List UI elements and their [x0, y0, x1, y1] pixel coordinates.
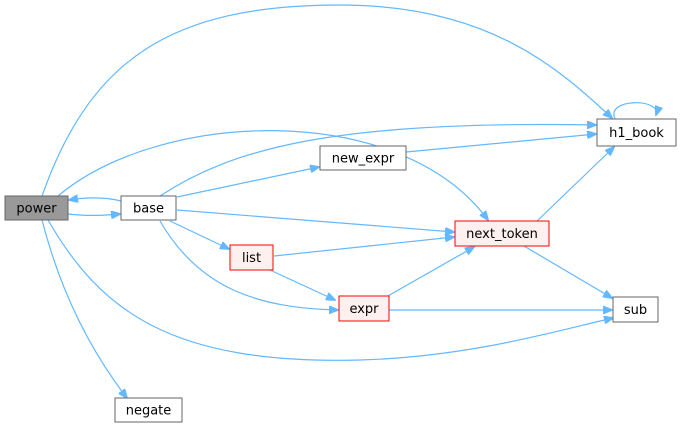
node-negate-label: negate [126, 404, 172, 419]
node-power-box [4, 195, 69, 221]
node-list[interactable]: list [229, 244, 274, 271]
node-new-expr[interactable]: new_expr [319, 145, 407, 171]
node-base-box [120, 195, 177, 221]
edge-base-to-new-expr [176, 167, 319, 198]
node-sub-box [612, 296, 659, 323]
node-base[interactable]: base [120, 195, 177, 221]
node-next-token[interactable]: next_token [454, 220, 550, 247]
node-expr-box [338, 295, 390, 322]
edges [41, 4, 657, 398]
edge-base-to-next-token [176, 209, 454, 232]
node-h1-book[interactable]: h1_book [596, 118, 677, 147]
node-new-expr-box [319, 145, 407, 171]
edge-new-expr-to-h1-book [405, 134, 596, 153]
edge-power-to-negate [41, 219, 127, 398]
edge-next-token-to-sub [523, 245, 612, 298]
edge-h1-book-self-loop [613, 102, 657, 120]
node-expr-label: expr [349, 302, 379, 317]
edge-base-to-power [69, 198, 122, 201]
node-next-token-label: next_token [466, 227, 538, 242]
node-new-expr-label: new_expr [332, 152, 395, 167]
edge-list-to-next-token [273, 237, 454, 257]
node-power[interactable]: power [4, 195, 69, 221]
edge-base-to-expr [159, 220, 338, 310]
node-sub-label: sub [624, 303, 647, 318]
node-next-token-box [454, 220, 550, 247]
edge-next-token-to-h1-book [535, 147, 614, 223]
edge-list-to-expr [269, 269, 335, 300]
node-h1-book-label: h1_book [609, 126, 664, 141]
node-power-label: power [16, 202, 57, 217]
edge-base-to-list [169, 220, 229, 249]
edge-expr-to-next-token [385, 247, 474, 298]
edge-power-to-h1-book [41, 4, 612, 197]
node-expr[interactable]: expr [338, 295, 390, 322]
edge-base-to-h1-book [159, 124, 596, 197]
node-negate[interactable]: negate [114, 397, 183, 423]
node-base-label: base [133, 202, 164, 217]
node-list-label: list [242, 251, 261, 266]
node-negate-box [114, 397, 183, 423]
node-sub[interactable]: sub [612, 296, 659, 323]
node-h1-book-box [596, 118, 677, 147]
edge-power-to-next-token [57, 130, 488, 220]
edge-power-to-sub [47, 219, 613, 361]
node-list-box [229, 244, 274, 271]
edge-power-to-base [67, 214, 120, 216]
